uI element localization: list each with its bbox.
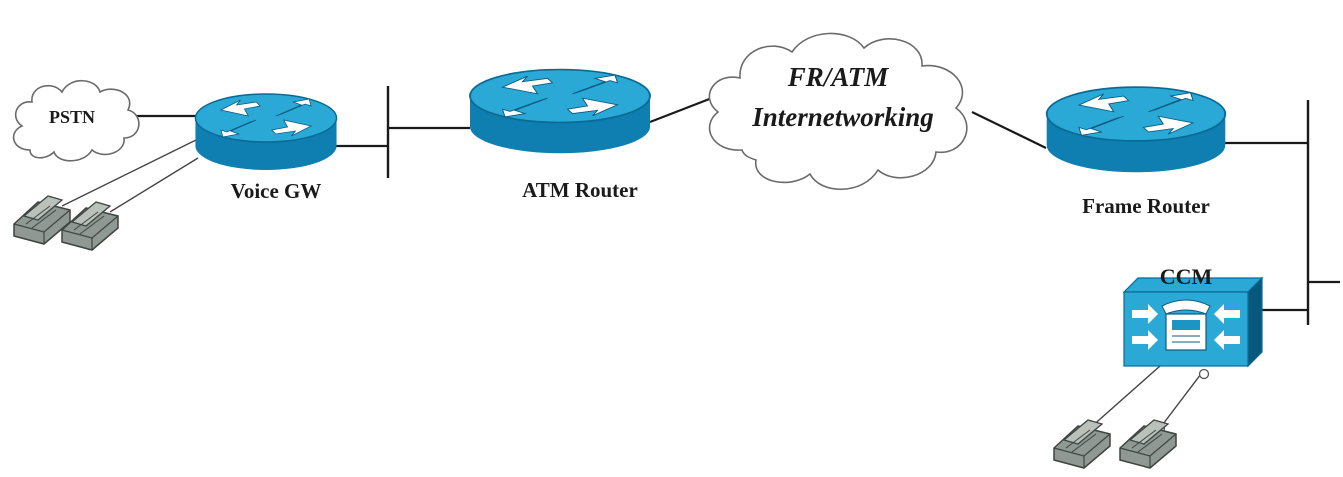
cord-phone-4 <box>1159 369 1205 429</box>
ip-phone-icon <box>1119 419 1177 469</box>
links <box>61 86 1340 434</box>
cord-connector <box>1198 368 1210 380</box>
ip-phone-icon <box>1053 419 1111 469</box>
router-icon <box>194 93 338 171</box>
voice-gw-router: Voice GW <box>194 93 338 203</box>
cord-phone-2 <box>109 157 199 213</box>
link-cloud-framerouter <box>971 111 1047 149</box>
cloud-label-line2: Internetworking <box>751 102 934 132</box>
callmanager-server-icon <box>1122 276 1264 368</box>
ip-phone-icon <box>61 201 119 251</box>
cloud-label-line1: FR/ATM <box>787 62 890 92</box>
ccm-server: CCM <box>1122 264 1264 368</box>
frame-router-label: Frame Router <box>1082 194 1210 218</box>
fr-atm-cloud: FR/ATM Internetworking <box>708 32 968 191</box>
atm-router-label: ATM Router <box>522 178 638 202</box>
cloud-icon <box>12 79 140 162</box>
frame-router: Frame Router <box>1045 86 1227 218</box>
cord-phone-3 <box>1089 365 1161 429</box>
pstn-cloud: PSTN <box>12 79 140 162</box>
cloud-icon <box>708 32 968 191</box>
voice-gw-label: Voice GW <box>231 179 322 203</box>
router-icon <box>1045 86 1227 174</box>
router-icon <box>469 68 651 155</box>
ccm-label: CCM <box>1160 264 1213 289</box>
atm-router: ATM Router <box>469 68 651 202</box>
link-atmrouter-cloud <box>649 96 713 124</box>
cord-phone-1 <box>61 139 197 207</box>
pstn-label: PSTN <box>49 107 95 127</box>
